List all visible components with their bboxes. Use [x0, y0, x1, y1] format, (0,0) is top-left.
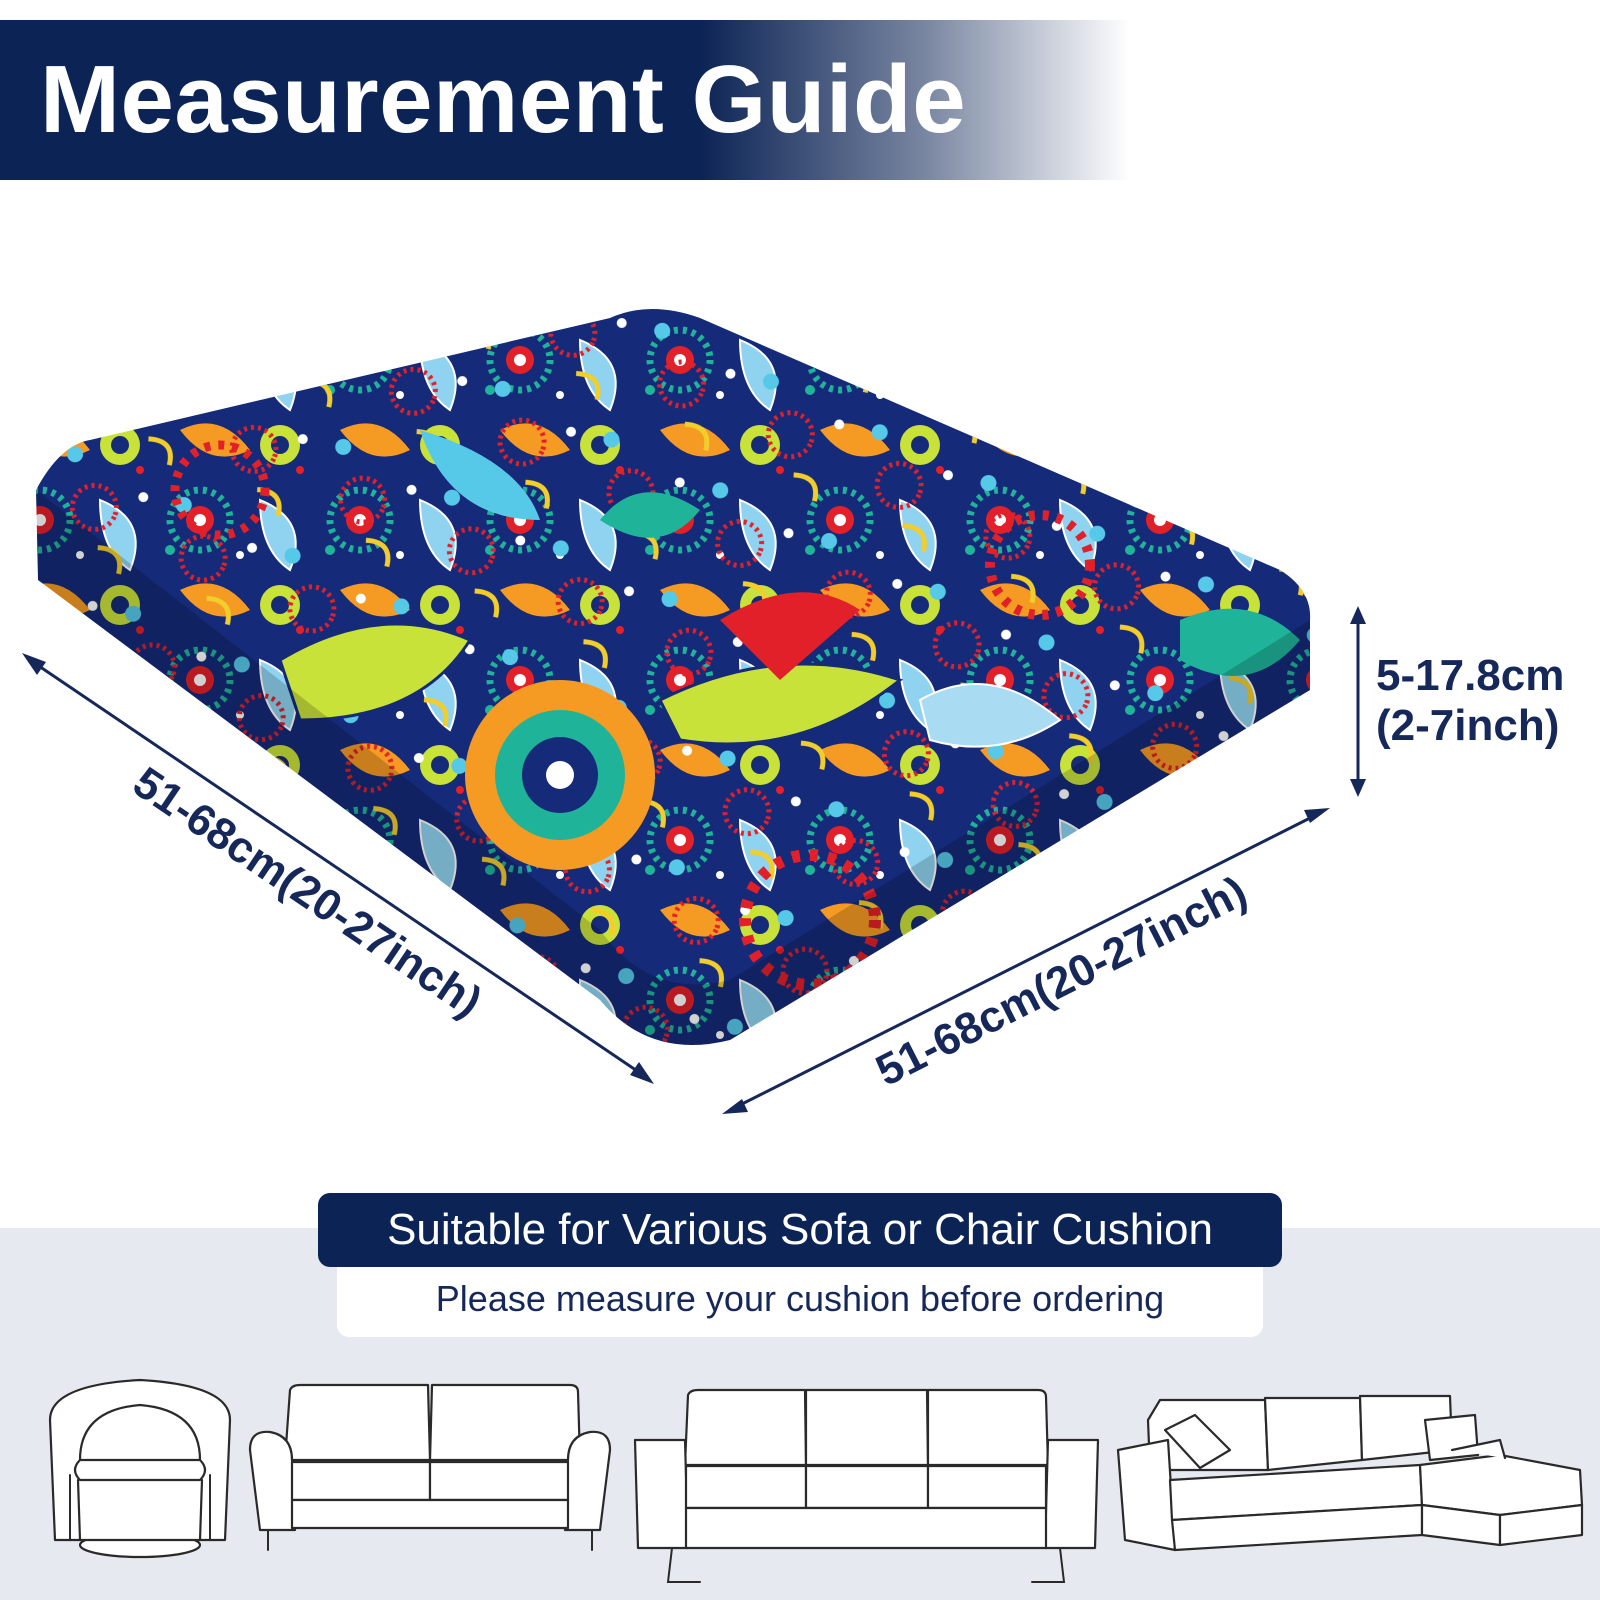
height-inch-label: (2-7inch) [1376, 701, 1559, 750]
measure-note: Please measure your cushion before order… [337, 1267, 1263, 1337]
furniture-row [48, 1378, 1584, 1583]
cushion-illustration: 51-68cm(20-27inch) 51-68cm(20-27inch) 5-… [22, 309, 1564, 1114]
left-dimension-arrow [22, 653, 654, 1084]
cushion-pattern [36, 309, 1311, 1045]
three-seat-sofa-icon [633, 1388, 1100, 1583]
header-band [0, 20, 1130, 180]
page-title: Measurement Guide [40, 46, 967, 153]
right-dimension-arrow [722, 808, 1330, 1114]
height-dimension-arrow [1350, 606, 1366, 797]
armchair-icon [48, 1378, 232, 1559]
suitability-banner: Suitable for Various Sofa or Chair Cushi… [318, 1193, 1282, 1267]
height-cm-label: 5-17.8cm [1376, 651, 1564, 700]
loveseat-icon [248, 1383, 612, 1551]
sectional-sofa-icon [1116, 1394, 1584, 1552]
